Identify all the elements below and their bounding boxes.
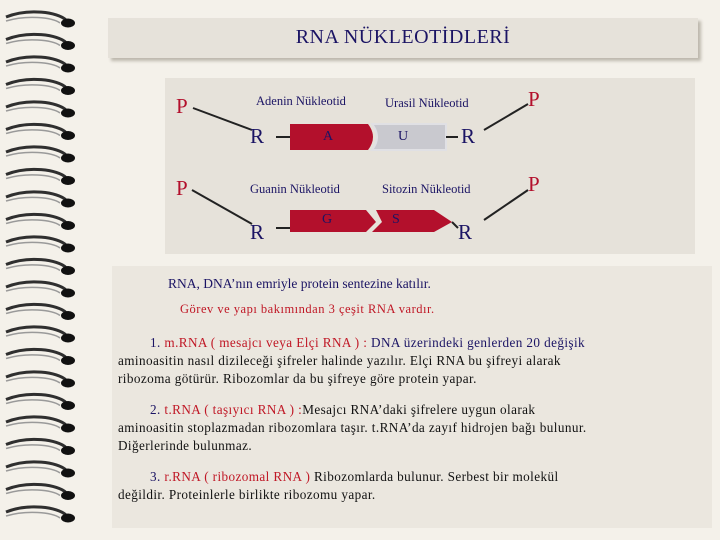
- trna-name: t.RNA: [164, 402, 201, 417]
- bond-line: [483, 189, 529, 221]
- item-number: 3.: [150, 469, 161, 484]
- adenine-base-shape: [290, 124, 373, 150]
- bond-line: [451, 221, 459, 229]
- item-number: 1.: [150, 335, 161, 350]
- uracil-base-shape: [369, 123, 447, 151]
- bond-line: [192, 107, 253, 131]
- guanine-letter: G: [322, 212, 333, 227]
- trna-text: Mesajcı RNA’daki şifrelere uygun olarak: [302, 402, 536, 417]
- phosphate-label: P: [176, 176, 188, 200]
- trna-paragraph: 2. t.RNA ( taşıyıcı RNA ) :Mesajcı RNA’d…: [118, 401, 698, 455]
- phosphate-label: P: [528, 87, 540, 111]
- cytosine-label: Sitozin Nükleotid: [382, 182, 471, 196]
- item-number: 2.: [150, 402, 161, 417]
- adenine-letter: A: [323, 129, 334, 144]
- ribose-label: R: [250, 220, 265, 244]
- rrna-text-line: değildir. Proteinlerle birlikte ribozomu…: [118, 487, 376, 502]
- bond-line: [483, 103, 529, 131]
- phosphate-label: P: [176, 94, 188, 118]
- trna-subtitle: ( taşıyıcı RNA ) :: [204, 402, 303, 417]
- guanine-base-shape: [290, 210, 376, 232]
- ribose-label: R: [458, 220, 473, 244]
- types-text: Görev ve yapı bakımından 3 çeşit RNA var…: [180, 302, 435, 316]
- rrna-paragraph: 3. r.RNA ( ribozomal RNA ) Ribozomlarda …: [118, 468, 698, 504]
- mrna-text-line: ribozoma götürür. Ribozomlar da bu şifre…: [118, 371, 477, 386]
- rrna-text: Ribozomlarda bulunur. Serbest bir molekü…: [313, 469, 559, 484]
- uracil-label: Urasil Nükleotid: [385, 96, 469, 110]
- phosphate-label: P: [528, 172, 540, 196]
- rrna-subtitle: ( ribozomal RNA ): [204, 469, 311, 484]
- adenine-label: Adenin Nükleotid: [256, 94, 346, 108]
- mrna-paragraph: 1. m.RNA ( mesajcı veya Elçi RNA ) : DNA…: [118, 334, 698, 388]
- trna-text-line: aminoasitin stoplazmadan ribozomlara taş…: [118, 420, 587, 435]
- mrna-subtitle: ( mesajcı veya Elçi RNA ) :: [210, 335, 368, 350]
- guanine-label: Guanin Nükleotid: [250, 182, 340, 196]
- cytosine-base-shape: [372, 210, 452, 232]
- mrna-text: DNA üzerindeki genlerden 20 değişik: [371, 335, 586, 350]
- rrna-name: r.RNA: [164, 469, 201, 484]
- intro-text: RNA, DNA’nın emriyle protein sentezine k…: [168, 276, 431, 291]
- ribose-label: R: [461, 124, 476, 148]
- cytosine-letter: S: [392, 212, 400, 227]
- ribose-label: R: [250, 124, 265, 148]
- title-bar: [108, 18, 698, 58]
- text-panel: [112, 266, 712, 528]
- trna-text-line: Diğerlerinde bulunmaz.: [118, 438, 253, 453]
- page-title: RNA NÜKLEOTİDLERİ: [295, 26, 511, 48]
- mrna-name: m.RNA: [164, 335, 208, 350]
- bond-line: [191, 189, 253, 225]
- mrna-text-line: aminoasitin nasıl dizileceği şifreler ha…: [118, 353, 561, 368]
- uracil-letter: U: [398, 129, 409, 144]
